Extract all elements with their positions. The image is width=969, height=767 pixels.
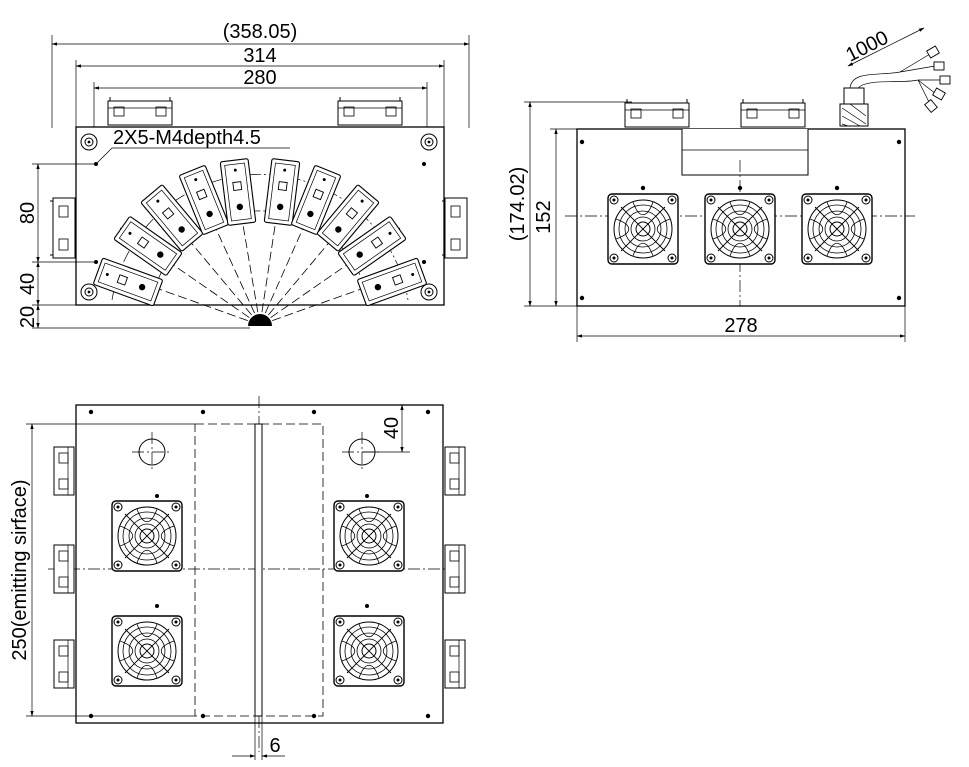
side-corner-holes [579,139,902,301]
dim-6-label: 6 [269,735,280,757]
dim-side-heights [524,101,632,307]
dim-vertical-chain [32,163,250,329]
side-clip-left [49,197,76,259]
cable-connector [839,27,951,127]
connector-port-left [132,432,172,472]
dim-250 [26,423,195,717]
dim-80-label: 80 [17,202,39,224]
side-clip-right [441,197,468,259]
dim-314 [75,60,445,127]
dim-6 [232,716,285,760]
side-view: 1000 (174.02) 152 278 [507,27,951,342]
dim-40-label: 40 [17,273,39,295]
dim-250-label: 250(emitting sirface) [9,479,31,660]
dim-40-bottom-label: 40 [381,417,403,439]
side-top-clip-left [624,98,690,128]
side-housing-bump [681,129,809,176]
dim-height-total-label: (174.02) [507,167,529,242]
fan-out-ray-lines [99,159,421,326]
center-rib [254,423,263,717]
top-clip-left [107,96,173,126]
bottom-fan-top-right [333,500,405,572]
front-view: (358.05) 314 280 2X5-M4depth4.5 80 [17,21,470,329]
dim-152-label: 152 [533,200,555,233]
side-fan-2 [704,193,776,265]
dim-overall-width [51,35,470,128]
dim-278-label: 278 [724,315,757,337]
dim-280 [93,82,428,127]
side-fan-1 [607,193,679,265]
side-top-clip-right [740,98,806,128]
top-clip-right [337,96,403,126]
dim-314-label: 314 [243,45,276,67]
hole-note-leader [95,147,290,165]
dim-40-bottom [362,404,410,453]
dim-20-label: 20 [17,306,39,328]
dim-278 [576,306,906,342]
dim-cable-label: 1000 [842,27,892,67]
side-fan-3 [801,193,873,265]
hole-note: 2X5-M4depth4.5 [113,127,261,149]
bottom-fan-bottom-left [111,615,183,687]
dim-280-label: 280 [243,67,276,89]
bottom-view: 40 250(emitting sirface) 6 [9,396,466,760]
dim-overall-label: (358.05) [223,21,298,43]
bottom-fan-bottom-right [333,615,405,687]
bottom-fan-top-left [111,500,183,572]
bottom-edge-holes [88,409,431,719]
